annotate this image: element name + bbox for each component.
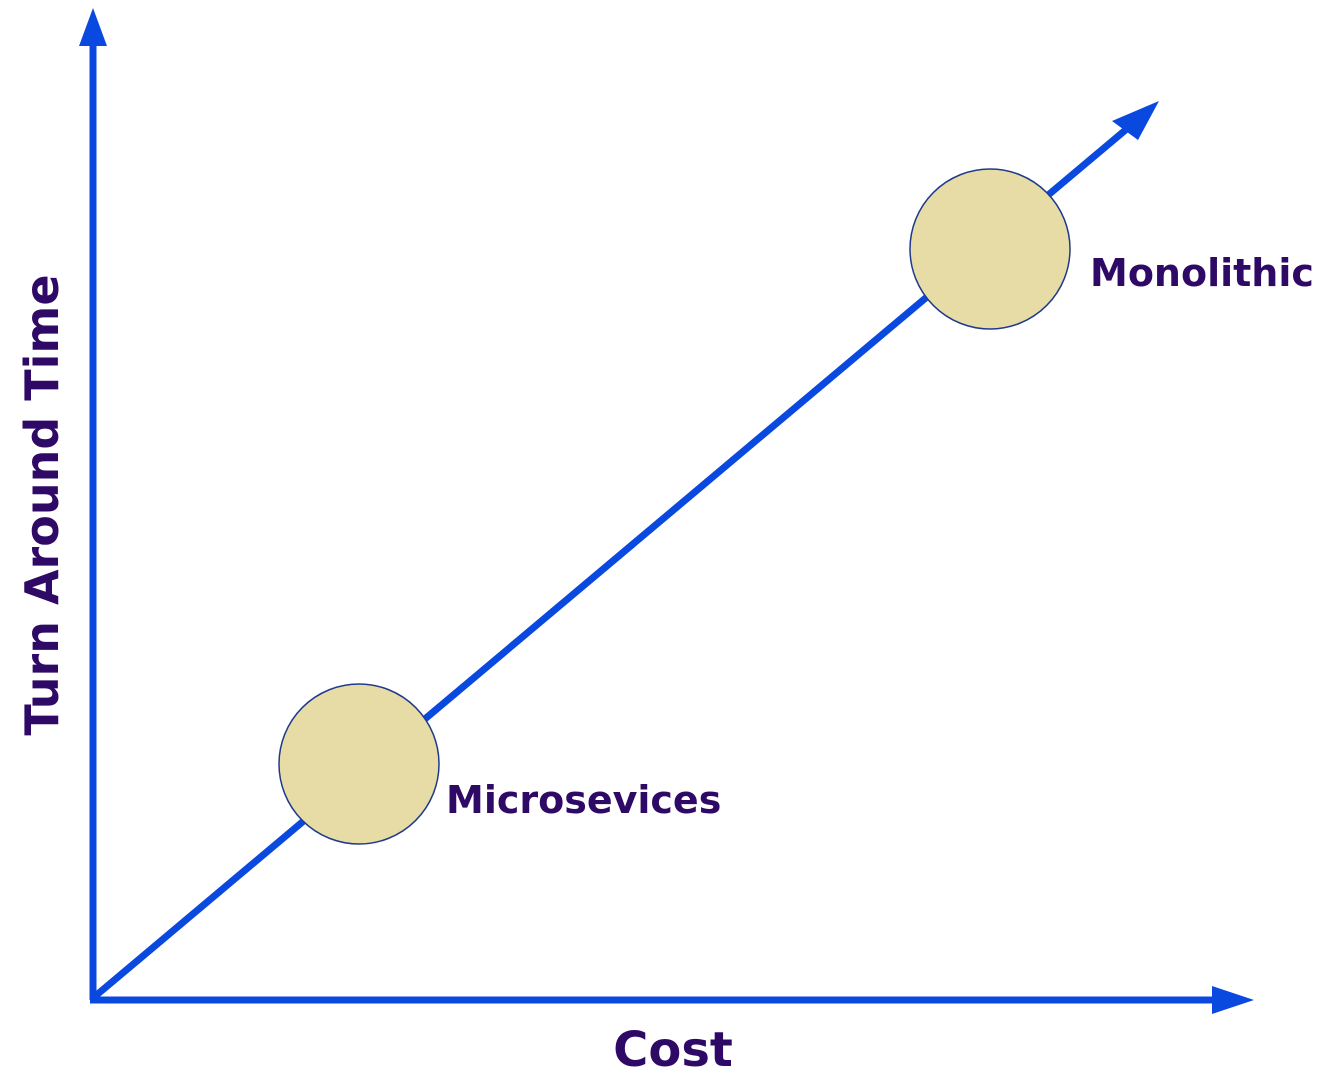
y-axis-label: Turn Around Time (15, 274, 69, 735)
point-monolithic-label: Monolithic (1090, 251, 1314, 295)
trend-line-arrowhead (1112, 101, 1159, 140)
y-axis-arrowhead (79, 8, 107, 46)
point-monolithic: Monolithic (909, 168, 1314, 330)
x-axis-label: Cost (613, 1022, 733, 1078)
point-microservices-marker (278, 683, 440, 845)
point-microservices-label: Microsevices (446, 778, 721, 822)
point-microservices: Microsevices (278, 683, 721, 845)
point-monolithic-marker (909, 168, 1071, 330)
x-axis (90, 986, 1254, 1014)
x-axis-arrowhead (1212, 986, 1254, 1014)
y-axis (79, 8, 107, 1000)
